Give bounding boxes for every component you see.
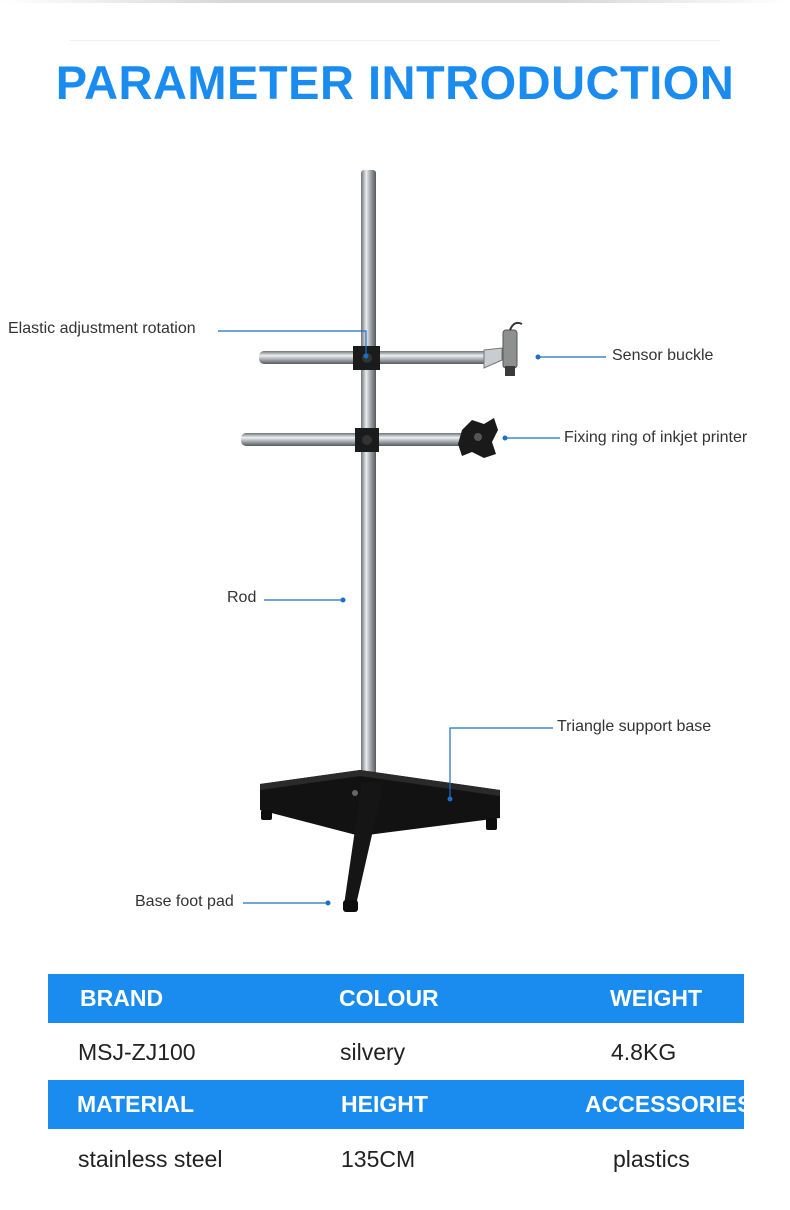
table-header-accessories: ACCESSORIES	[585, 1091, 753, 1117]
foot-pad-front	[343, 900, 358, 912]
product-illustration	[218, 170, 606, 912]
foot-pad-right	[486, 818, 497, 830]
table-row: MSJ-ZJ100 silvery 4.8KG	[48, 1024, 744, 1080]
table-cell-brand: MSJ-ZJ100	[78, 1038, 196, 1065]
table-header-colour: COLOUR	[339, 985, 439, 1011]
callout-sensor-buckle: Sensor buckle	[612, 347, 714, 364]
table-header-height: HEIGHT	[341, 1091, 428, 1117]
table-cell-material: stainless steel	[78, 1145, 223, 1172]
table-cell-weight: 4.8KG	[611, 1038, 677, 1065]
table-header-row: BRAND COLOUR WEIGHT	[48, 974, 744, 1023]
callout-triangle-base: Triangle support base	[557, 718, 712, 735]
table-header-row: MATERIAL HEIGHT ACCESSORIES	[48, 1080, 752, 1129]
top-divider-thin	[70, 40, 720, 41]
leader-triangle	[449, 727, 553, 799]
base-leg	[344, 782, 384, 905]
table-cell-height: 135CM	[341, 1145, 416, 1172]
table-cell-colour: silvery	[340, 1038, 406, 1065]
foot-pad-left	[261, 810, 272, 820]
page-title: PARAMETER INTRODUCTION	[55, 56, 735, 109]
vertical-rod	[361, 170, 376, 782]
sensor-bracket	[483, 347, 503, 369]
top-divider	[0, 0, 790, 3]
table-header-brand: BRAND	[80, 985, 164, 1011]
table-header-weight: WEIGHT	[610, 985, 702, 1011]
table-header-material: MATERIAL	[77, 1091, 195, 1117]
sensor-body	[502, 329, 518, 369]
callout-elastic-adjustment: Elastic adjustment rotation	[8, 320, 196, 337]
leader-elastic	[218, 330, 367, 354]
callout-fixing-ring: Fixing ring of inkjet printer	[564, 429, 748, 446]
callout-base-foot-pad: Base foot pad	[135, 893, 234, 910]
table-cell-accessories: plastics	[613, 1145, 690, 1172]
table-row: stainless steel 135CM plastics	[48, 1131, 744, 1187]
callout-rod: Rod	[227, 589, 257, 606]
